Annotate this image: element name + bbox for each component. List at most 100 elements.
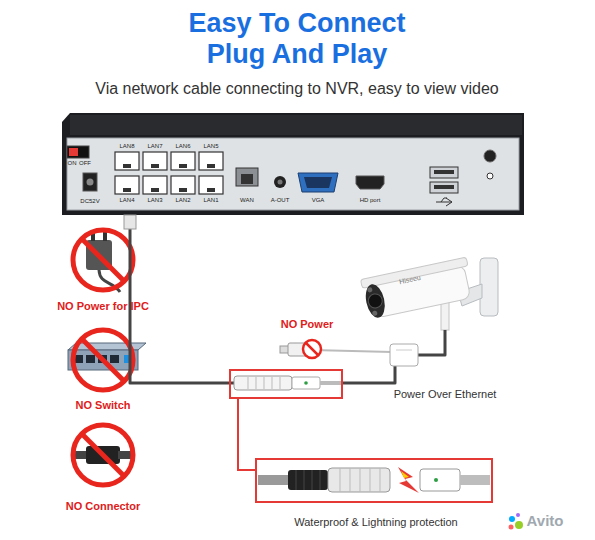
lan-port-clip bbox=[123, 164, 131, 168]
lan-port bbox=[115, 152, 223, 194]
camera-drawing bbox=[360, 257, 468, 288]
power-adapter-icon bbox=[86, 240, 112, 270]
prohibited-sign bbox=[73, 230, 133, 290]
waterproof-connector bbox=[320, 381, 341, 385]
hdmi-port bbox=[356, 176, 384, 189]
camera-drawing bbox=[360, 257, 474, 320]
power-adapter-icon bbox=[103, 232, 107, 241]
ground-knob bbox=[484, 150, 496, 179]
switch-icon bbox=[68, 350, 138, 370]
watermark: Avito bbox=[527, 512, 564, 529]
lan-port-clip bbox=[151, 164, 159, 168]
poe-splitter bbox=[390, 344, 418, 366]
switch-icon bbox=[86, 355, 95, 363]
usb-port bbox=[430, 182, 458, 193]
dc-pigtail bbox=[280, 340, 392, 358]
port-label: LAN3 bbox=[147, 197, 162, 204]
note-label: NO Power for IPC bbox=[57, 300, 149, 313]
camera-drawing bbox=[458, 284, 482, 306]
prohibited-sign bbox=[82, 339, 124, 381]
ground-knob bbox=[484, 150, 496, 162]
rj45-plug bbox=[124, 215, 136, 229]
zoomed-connector bbox=[258, 475, 288, 485]
port-label: LAN4 bbox=[119, 197, 134, 204]
audio-jack bbox=[274, 176, 286, 188]
camera-drawing bbox=[363, 282, 388, 319]
prohibited-sign bbox=[73, 330, 133, 390]
prohibited-sign bbox=[82, 434, 124, 476]
lan-port bbox=[171, 152, 195, 170]
zoom-callout-box: Waterproof & Lightning protection bbox=[255, 458, 493, 503]
callout-caption: Waterproof & Lightning protection bbox=[294, 516, 457, 529]
lan-port bbox=[115, 152, 139, 170]
camera-drawing bbox=[372, 310, 378, 316]
camera-drawing bbox=[441, 300, 449, 330]
wan-port bbox=[236, 168, 258, 186]
port-label: LAN6 bbox=[175, 143, 190, 150]
camera-drawing bbox=[370, 265, 471, 318]
zoomed-connector bbox=[296, 470, 320, 490]
network-cable bbox=[130, 215, 445, 383]
watermark-logo bbox=[516, 513, 520, 517]
switch-icon bbox=[68, 343, 146, 370]
port-label: VGA bbox=[312, 197, 325, 204]
switch-icon bbox=[124, 355, 133, 363]
camera-drawing bbox=[480, 258, 498, 316]
prohibited-sign bbox=[73, 425, 133, 485]
watermark-logo bbox=[509, 525, 514, 530]
dc-jack bbox=[87, 179, 94, 186]
note-label: NO Power bbox=[281, 318, 334, 331]
lan-port-clip bbox=[179, 188, 187, 192]
audio-jack bbox=[278, 180, 283, 185]
prohibited-sign bbox=[73, 330, 133, 390]
lan-port-clip bbox=[207, 188, 215, 192]
zoomed-connector bbox=[460, 475, 490, 485]
dc-pigtail bbox=[288, 343, 312, 356]
dc-jack bbox=[83, 173, 97, 191]
coupler-icon bbox=[118, 451, 134, 459]
usb-port bbox=[434, 185, 454, 189]
port-label: LAN8 bbox=[119, 143, 134, 150]
wan-port bbox=[236, 168, 258, 186]
coupler-icon bbox=[86, 446, 120, 464]
zoomed-connector bbox=[258, 467, 490, 493]
port-label: HD port bbox=[360, 197, 381, 204]
power-adapter-icon bbox=[91, 232, 95, 241]
dc-pigtail bbox=[303, 340, 321, 358]
callout-box bbox=[238, 398, 255, 470]
rj45-plug bbox=[124, 215, 136, 229]
power-switch bbox=[67, 146, 89, 158]
zoomed-connector bbox=[401, 471, 409, 478]
lan-port-clip bbox=[151, 188, 159, 192]
usb-port bbox=[430, 167, 458, 206]
ground-knob bbox=[487, 173, 493, 179]
port-label: A-OUT bbox=[271, 197, 290, 204]
port-label: LAN7 bbox=[147, 143, 162, 150]
audio-jack bbox=[274, 176, 286, 188]
zoomed-connector bbox=[420, 469, 460, 491]
power-switch bbox=[69, 148, 78, 156]
port-label: DC52V bbox=[80, 198, 99, 205]
prohibited-sign bbox=[82, 239, 124, 281]
vga-port bbox=[304, 177, 332, 188]
port-label: LAN5 bbox=[203, 143, 218, 150]
camera-drawing bbox=[360, 257, 498, 330]
zoomed-connector bbox=[340, 468, 380, 492]
prohibited-sign bbox=[73, 425, 133, 485]
switch-icon bbox=[110, 355, 119, 363]
camera-drawing bbox=[367, 287, 373, 293]
brand-logo: Hiseeu bbox=[399, 274, 422, 286]
watermark-logo bbox=[509, 516, 515, 522]
port-label: WAN bbox=[240, 197, 254, 204]
waterproof-connector bbox=[234, 376, 341, 390]
prohibited-sign bbox=[73, 230, 133, 290]
callout-box bbox=[230, 370, 342, 398]
note-label: Via network cable connecting to NVR, eas… bbox=[95, 80, 498, 98]
title: Easy To Connect Plug And Play bbox=[167, 8, 427, 70]
lan-port-clip bbox=[123, 164, 215, 192]
nvr-body bbox=[70, 115, 522, 135]
lan-port bbox=[143, 176, 167, 194]
ip-camera: Hiseeu bbox=[362, 250, 502, 330]
note-label: NO Connector bbox=[66, 500, 141, 513]
hdmi-port bbox=[356, 176, 384, 189]
